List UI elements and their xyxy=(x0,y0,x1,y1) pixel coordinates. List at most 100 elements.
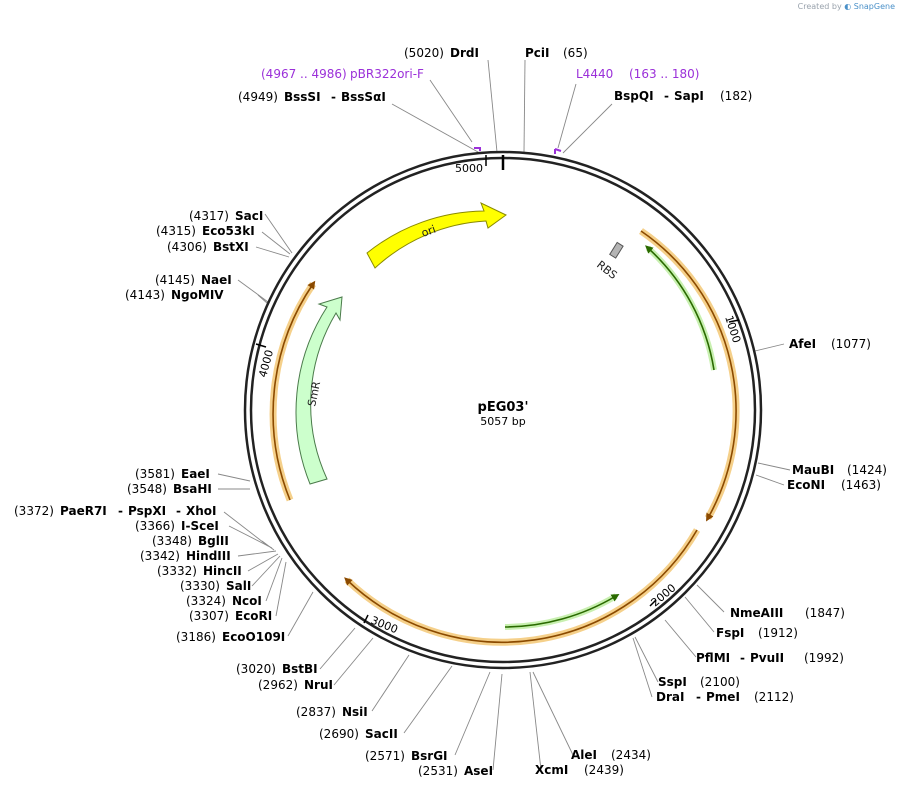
alei-name: AleI xyxy=(571,748,597,762)
nrui-pos: (2962) xyxy=(258,678,298,692)
bstxi-pos: (4306) xyxy=(167,240,207,254)
snapgene-logo-icon: ◐ xyxy=(844,2,852,11)
drdi-pos: (5020) xyxy=(404,46,444,60)
watermark-product: SnapGene xyxy=(853,2,895,11)
rbs-feature xyxy=(609,241,624,259)
bsrgi-name: BsrGI xyxy=(411,749,448,763)
ncoi-pos: (3324) xyxy=(186,594,226,608)
asei-pos: (2531) xyxy=(418,764,458,778)
saci-pos: (4317) xyxy=(189,209,229,223)
tick-marks xyxy=(255,155,740,624)
ecoo109i-pos: (3186) xyxy=(176,630,216,644)
bsssi-pos: (4949) xyxy=(238,90,278,104)
bglii-pos: (3348) xyxy=(152,534,192,548)
eaei-name: EaeI xyxy=(181,467,210,481)
iscei-name: I-SceI xyxy=(181,519,219,533)
paer7i-pos: (3372) xyxy=(14,504,54,518)
eco53ki-pos: (4315) xyxy=(156,224,196,238)
bspqi-name: BspQI xyxy=(614,89,654,103)
pflmi-name: PflMI xyxy=(696,651,730,665)
pspxi-dash: - xyxy=(176,504,181,518)
econi-name: EcoNI xyxy=(787,478,825,492)
xcmi-name: XcmI xyxy=(535,763,568,777)
sali-name: SalI xyxy=(226,579,251,593)
orf-arcs xyxy=(269,228,740,646)
bstbi-name: BstBI xyxy=(282,662,318,676)
drai-name: DraI xyxy=(656,690,684,704)
bsrgi-pos: (2571) xyxy=(365,749,405,763)
xcmi-pos: (2439) xyxy=(584,763,624,777)
rbs-label: RBS xyxy=(594,258,619,282)
sapi-name: SapI xyxy=(674,89,704,103)
nrui-name: NruI xyxy=(304,678,333,692)
sspi-name: SspI xyxy=(658,675,687,689)
plasmid-length: 5057 bp xyxy=(480,415,525,428)
afei-name: AfeI xyxy=(789,337,816,351)
bsssai-name: BssSαI xyxy=(341,90,386,104)
nsii-pos: (2837) xyxy=(296,705,336,719)
bspqi-pos: (182) xyxy=(720,89,752,103)
ecori-pos: (3307) xyxy=(189,609,229,623)
sacii-pos: (2690) xyxy=(319,727,359,741)
smr-feature xyxy=(295,296,343,485)
eaei-pos: (3581) xyxy=(135,467,175,481)
nsii-name: NsiI xyxy=(342,705,368,719)
alei-pos: (2434) xyxy=(611,748,651,762)
bsahi-pos: (3548) xyxy=(127,482,167,496)
asei-name: AseI xyxy=(464,764,493,778)
bspqi-dash: - xyxy=(664,89,669,103)
ngomiv-pos: (4143) xyxy=(125,288,165,302)
sali-pos: (3330) xyxy=(180,579,220,593)
naei-name: NaeI xyxy=(201,273,232,287)
paer7i-name: PaeR7I xyxy=(60,504,107,518)
econi-pos: (1463) xyxy=(841,478,881,492)
maubi-pos: (1424) xyxy=(847,463,887,477)
pcii-name: PciI xyxy=(525,46,550,60)
pvuii-name: PvuII xyxy=(750,651,784,665)
watermark-prefix: Created by xyxy=(797,2,842,11)
ori-feature xyxy=(366,202,507,269)
drdi-name: DrdI xyxy=(450,46,479,60)
iscei-pos: (3366) xyxy=(135,519,175,533)
pspxi-name: PspXI xyxy=(128,504,166,518)
backbone-outer-ring xyxy=(243,150,763,670)
afei-pos: (1077) xyxy=(831,337,871,351)
pflmi-dash: - xyxy=(740,651,745,665)
primer-marks xyxy=(474,147,562,154)
sacii-name: SacII xyxy=(365,727,398,741)
pbr322-pos: (4967 .. 4986) xyxy=(261,67,347,81)
ngomiv-name: NgoMIV xyxy=(171,288,224,302)
l4440-pos: (163 .. 180) xyxy=(629,67,699,81)
tick-5000: 5000 xyxy=(455,162,483,175)
drai-pos: (2112) xyxy=(754,690,794,704)
drai-dash: - xyxy=(696,690,701,704)
bstbi-pos: (3020) xyxy=(236,662,276,676)
naei-pos: (4145) xyxy=(155,273,195,287)
bsahi-name: BsaHI xyxy=(173,482,212,496)
hincii-pos: (3332) xyxy=(157,564,197,578)
ecoo109i-name: EcoO109I xyxy=(222,630,285,644)
leader-lines xyxy=(217,59,791,771)
ecori-name: EcoRI xyxy=(235,609,272,623)
saci-name: SacI xyxy=(235,209,263,223)
xhoi-name: XhoI xyxy=(186,504,217,518)
bglii-name: BglII xyxy=(198,534,229,548)
bstxi-name: BstXI xyxy=(213,240,249,254)
eco53ki-name: Eco53kI xyxy=(202,224,255,238)
hindiii-pos: (3342) xyxy=(140,549,180,563)
smr-label: SmR xyxy=(305,380,323,408)
pcii-pos: (65) xyxy=(563,46,588,60)
pbr322-name: pBR322ori-F xyxy=(350,67,424,81)
pflmi-pos: (1992) xyxy=(804,651,844,665)
snapgene-watermark: Created by ◐ SnapGene xyxy=(798,2,895,11)
l4440-name: L4440 xyxy=(576,67,613,81)
ncoi-name: NcoI xyxy=(232,594,262,608)
paer7i-dash: - xyxy=(118,504,123,518)
fspi-name: FspI xyxy=(716,626,744,640)
plasmid-name: pEG03' xyxy=(478,400,529,415)
sspi-pos: (2100) xyxy=(700,675,740,689)
nmeaiii-pos: (1847) xyxy=(805,606,845,620)
pmei-name: PmeI xyxy=(706,690,740,704)
nmeaiii-name: NmeAIII xyxy=(730,606,783,620)
